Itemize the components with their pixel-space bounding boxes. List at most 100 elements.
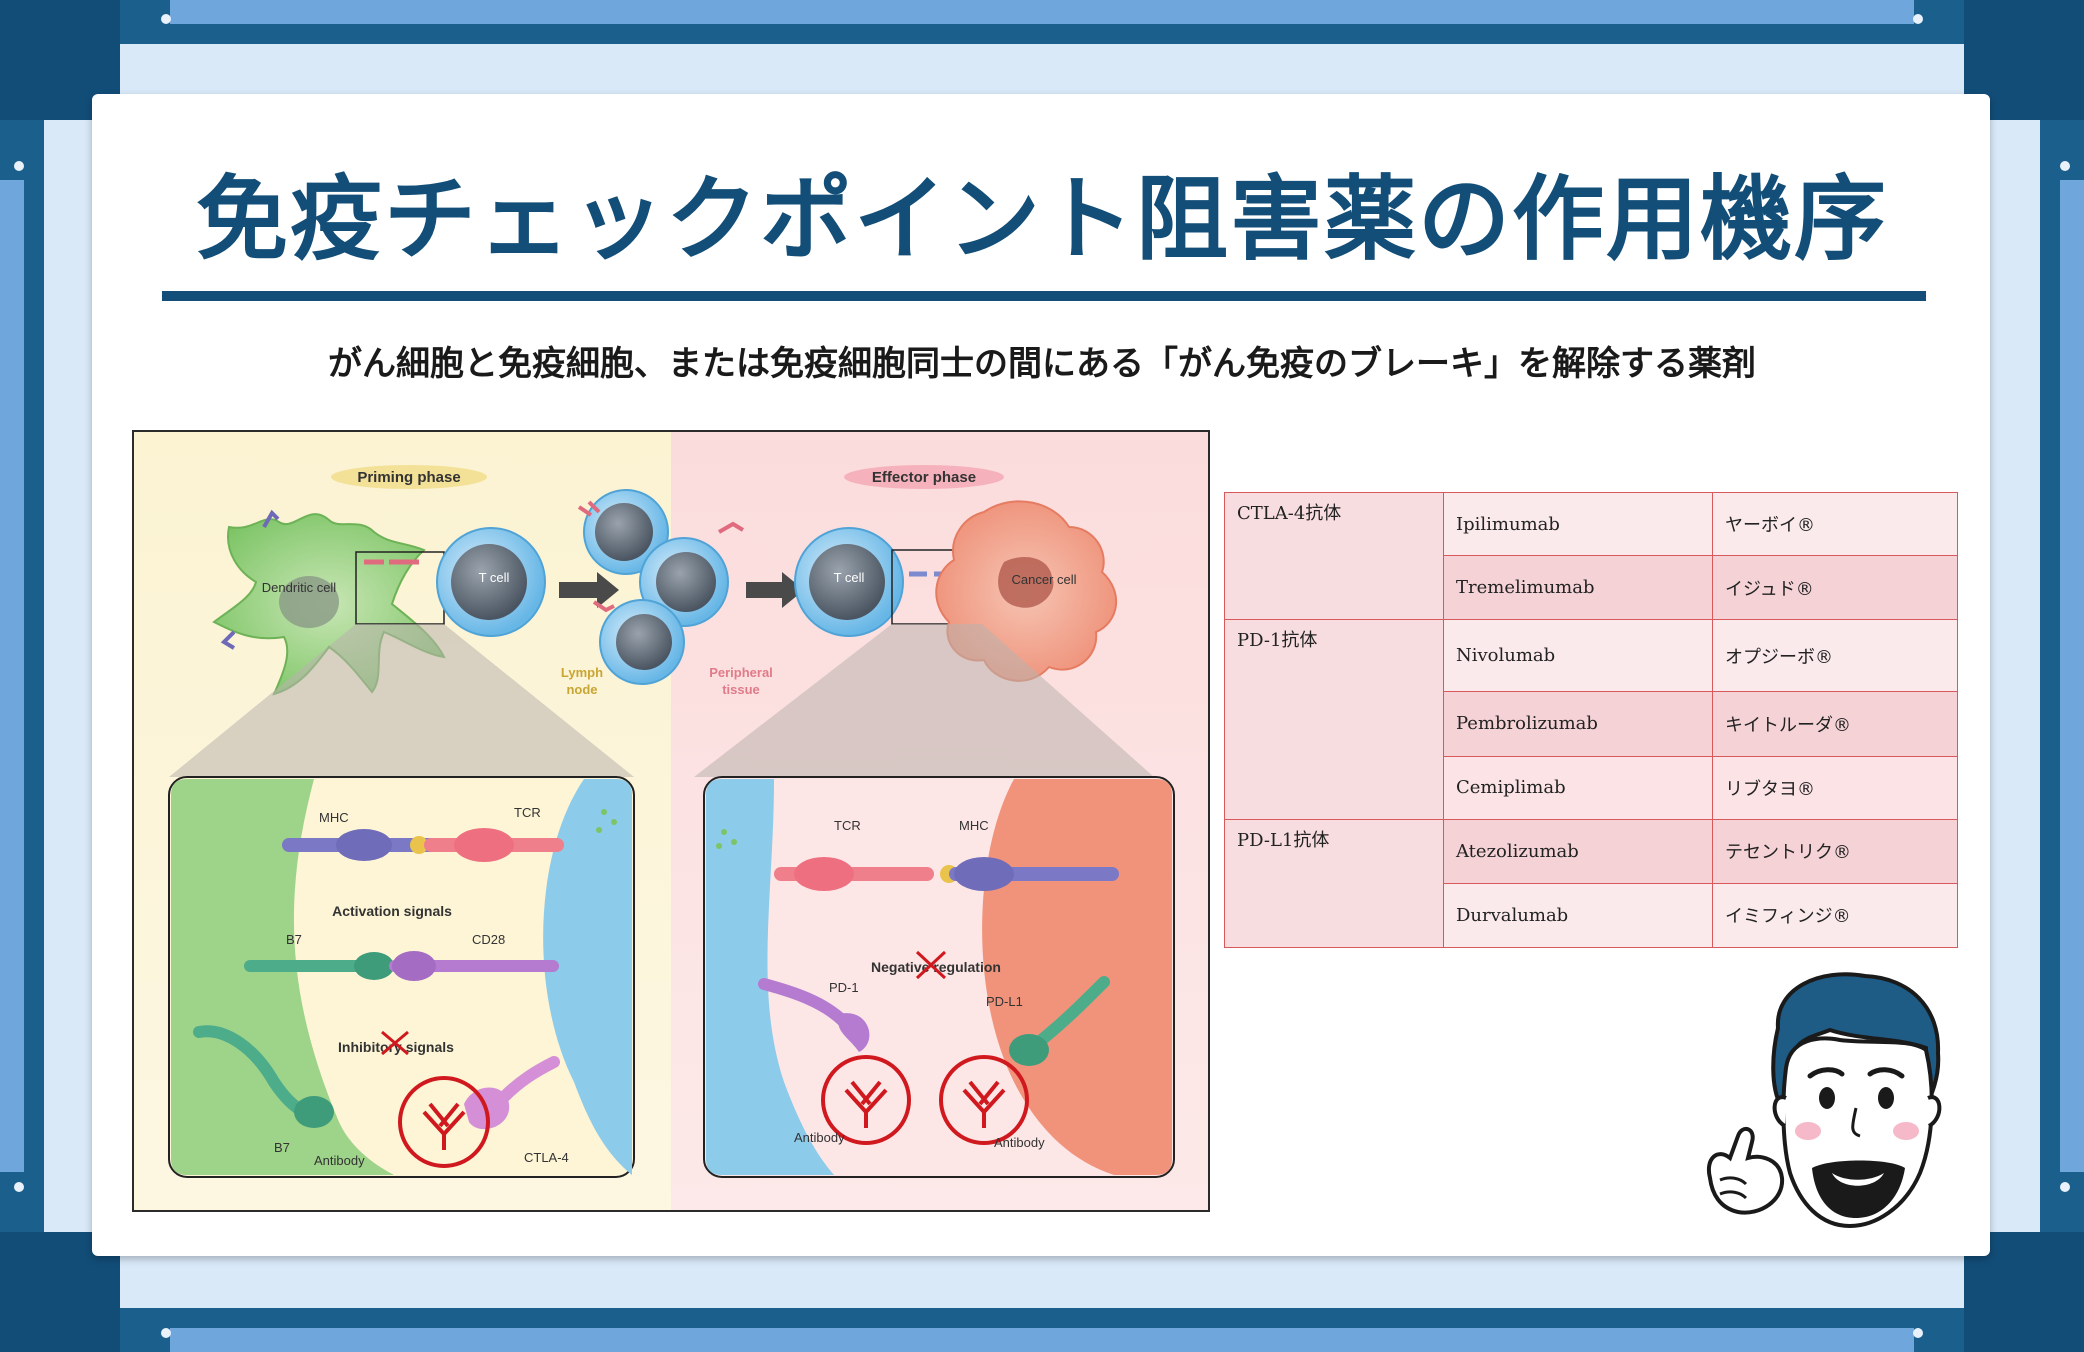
effector-phase-highlight <box>844 465 1004 489</box>
table-row: CTLA-4抗体 Ipilimumab ヤーボイ® <box>1224 491 1958 620</box>
cytokine-dot <box>596 827 602 833</box>
activation-signals-label: Activation signals <box>332 903 452 919</box>
tcr-molecule-right-head <box>794 857 854 891</box>
table-row: PD-1抗体 Nivolumab オプジーボ® <box>1224 618 1958 821</box>
block-cross-icon <box>915 950 947 980</box>
frame-dot <box>1913 14 1923 24</box>
pd1-label: PD-1 <box>829 980 859 995</box>
generic-name-cell: Atezolizumab <box>1443 819 1713 884</box>
ear-icon <box>1772 1095 1787 1128</box>
frame-dot <box>2060 1182 2070 1192</box>
b7-molecule-head <box>354 952 394 980</box>
generic-name-cell: Tremelimumab <box>1443 555 1713 620</box>
brand-name-cell: イジュド® <box>1712 555 1958 620</box>
category-cell: PD-L1抗体 <box>1224 819 1444 948</box>
cd28-molecule-head <box>392 951 436 981</box>
dendritic-nucleus <box>279 576 339 628</box>
category-cell: PD-1抗体 <box>1224 618 1444 821</box>
drug-table: CTLA-4抗体 Ipilimumab ヤーボイ® Tremelimumab イ… <box>1224 491 1958 949</box>
frame-stripe-top <box>170 0 1914 24</box>
antibody-highlight-circle <box>821 1055 911 1145</box>
brand-name-cell: リブタヨ® <box>1712 755 1958 821</box>
tcr-label-left: TCR <box>514 805 541 820</box>
pd1-molecule <box>758 978 850 1028</box>
table-row: Tremelimumab イジュド® <box>1225 555 1958 620</box>
pdl1-molecule-head <box>1009 1034 1049 1066</box>
cancer-cell-label: Cancer cell <box>1011 572 1076 587</box>
mhc-label-right: MHC <box>959 818 989 833</box>
table-row: PD-L1抗体 Atezolizumab テセントリク® <box>1224 819 1958 948</box>
priming-phase-highlight <box>331 465 487 489</box>
mechanism-figure: Priming phase Effector phase Dendritic c… <box>132 430 1210 1212</box>
t-cell-clone-nucleus <box>656 552 716 612</box>
finger-icon <box>1719 1176 1748 1200</box>
cancer-nucleus <box>998 557 1054 608</box>
ctla4-molecule <box>498 1056 560 1103</box>
priming-projection <box>169 624 634 777</box>
frame-dot <box>161 14 171 24</box>
frame-dot <box>1913 1328 1923 1338</box>
t-cell-right-nucleus <box>809 544 885 620</box>
tissue-label: tissue <box>722 682 760 697</box>
page-subtitle: がん細胞と免疫細胞、または免疫細胞同士の間にある「がん免疫のブレーキ」を解除する… <box>328 344 1756 384</box>
t-cell-right-label: T cell <box>834 570 865 585</box>
mascot-illustration <box>1690 968 1980 1236</box>
b7-label-top: B7 <box>286 932 302 947</box>
frame-dot <box>14 161 24 171</box>
t-cell-clone-nucleus <box>616 614 672 670</box>
antibody-icon <box>962 1080 1006 1128</box>
antibody-label-left: Antibody <box>314 1153 365 1168</box>
tcr-molecule-head <box>454 828 514 862</box>
receptor-icon <box>262 509 280 528</box>
cytokine-dot <box>731 839 737 845</box>
block-cross-icon <box>381 1030 409 1056</box>
receptor-icon <box>577 500 601 517</box>
frame-dot <box>14 1182 24 1192</box>
mhc-molecule-right-head <box>954 857 1014 891</box>
generic-name-cell: Nivolumab <box>1443 618 1713 693</box>
antibody-label-right-1: Antibody <box>794 1130 845 1145</box>
brand-name-cell: ヤーボイ® <box>1712 491 1958 557</box>
generic-name-cell: Cemiplimab <box>1443 755 1713 821</box>
dendritic-cell-label: Dendritic cell <box>262 580 337 595</box>
pdl1-label: PD-L1 <box>986 994 1023 1009</box>
table-row: Durvalumab イミフィンジ® <box>1225 882 1958 949</box>
b7-bottom-molecule <box>193 1025 310 1118</box>
node-label: node <box>566 682 597 697</box>
ctla4-label: CTLA-4 <box>524 1150 569 1165</box>
peripheral-label: Peripheral <box>709 665 773 680</box>
frame-dot <box>161 1328 171 1338</box>
negative-regulation-label: Negative regulation <box>871 959 1001 975</box>
generic-name-cell: Durvalumab <box>1443 882 1713 949</box>
title-underline <box>162 291 1926 301</box>
t-cell-clone-nucleus <box>595 503 653 561</box>
cd28-label: CD28 <box>472 932 505 947</box>
priming-phase-label: Priming phase <box>357 469 460 486</box>
cytokine-dot <box>601 809 607 815</box>
antibody-icon <box>422 1102 466 1150</box>
cheek-icon <box>1795 1122 1821 1140</box>
eyebrow-icon <box>1807 1067 1845 1079</box>
receptor-icon <box>718 521 745 534</box>
frame-stripe-left <box>0 180 24 1172</box>
brand-name-cell: テセントリク® <box>1712 819 1958 884</box>
mhc-label-left: MHC <box>319 810 349 825</box>
arrow-icon <box>559 572 619 608</box>
t-cell-left-nucleus <box>451 544 527 620</box>
cytokine-dot <box>611 819 617 825</box>
lymph-label: Lymph <box>561 665 603 680</box>
brand-name-cell: イミフィンジ® <box>1712 882 1958 949</box>
b7-label-bottom: B7 <box>274 1140 290 1155</box>
hand-icon <box>1706 1126 1785 1215</box>
page-title: 免疫チェックポイント阻害薬の作用機序 <box>195 166 1888 273</box>
tcr-label-right: TCR <box>834 818 861 833</box>
mhc-molecule-head <box>336 829 392 861</box>
brand-name-cell: オプジーボ® <box>1712 618 1958 693</box>
pd1-molecule-head <box>838 1013 870 1052</box>
table-row: Pembrolizumab キイトルーダ® <box>1225 691 1958 757</box>
antibody-highlight-circle <box>939 1055 1029 1145</box>
mouth-icon <box>1832 1173 1884 1186</box>
pdl1-molecule <box>1033 976 1110 1048</box>
eyebrow-icon <box>1867 1067 1905 1079</box>
frame-dot <box>2060 161 2070 171</box>
